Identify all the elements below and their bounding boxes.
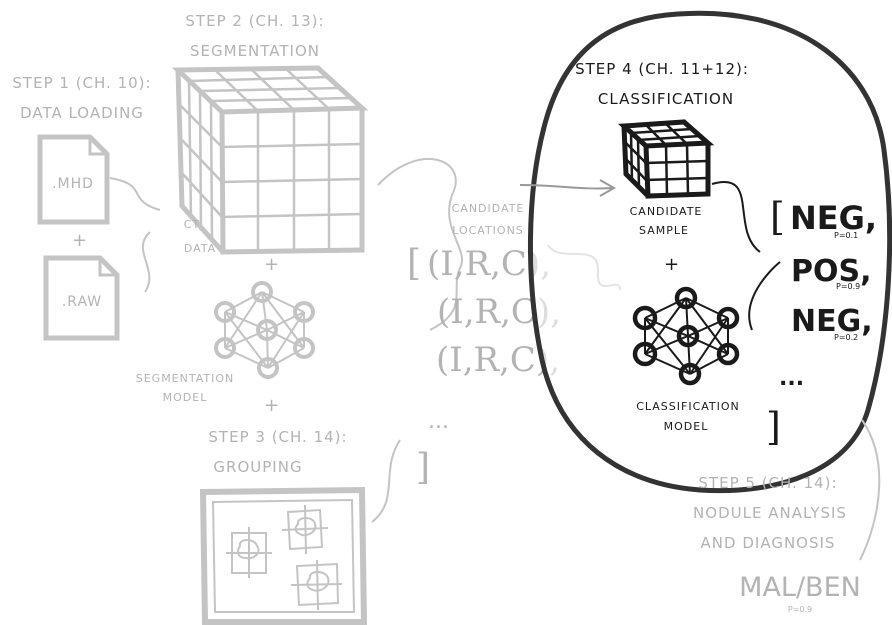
results-close-bracket: ]: [766, 405, 781, 449]
step5-title-line1: STEP 5 (CH. 14):: [698, 474, 837, 492]
step4-to-step5-connector: [859, 419, 881, 561]
classification-model-label-line2: MODEL: [664, 420, 709, 433]
candidates-ellipsis: ...: [428, 409, 449, 434]
result-label: NEG,: [791, 304, 873, 339]
candidate-sample-label-line2: SAMPLE: [639, 224, 689, 237]
result-probability: P=0.1: [834, 231, 858, 240]
candidate-sample-label-line1: CANDIDATE: [630, 205, 703, 218]
step3-title-line1: STEP 3 (CH. 14):: [208, 428, 347, 446]
step4-brace-connector: [711, 181, 781, 331]
ct-data-label-line1: CT: [184, 218, 200, 231]
step2-plus-2: +: [264, 395, 280, 416]
step4-title-line1: STEP 4 (CH. 11+12):: [575, 60, 749, 78]
segmentation-model-label-line2: MODEL: [163, 391, 208, 404]
step1-data-loading: STEP 1 (CH. 10): DATA LOADING .MHD + .RA…: [12, 74, 161, 341]
step1-connector: [109, 177, 161, 293]
step5-title-line3: AND DIAGNOSIS: [701, 534, 836, 552]
step2-plus: +: [264, 254, 280, 275]
mhd-file-label: .MHD: [52, 176, 94, 192]
step2-title-line2: SEGMENTATION: [190, 42, 320, 60]
result-probability: P=0.2: [834, 333, 858, 342]
candidate-locations-label-line1: CANDIDATE: [452, 202, 525, 215]
arrowhead-icon: [599, 179, 617, 197]
result-label: POS,: [791, 254, 872, 289]
classification-model-label-line1: CLASSIFICATION: [636, 400, 740, 413]
ct-data-label-line2: DATA: [184, 242, 216, 255]
step5-result: MAL/BEN: [739, 572, 861, 603]
candidate-locations: CANDIDATE LOCATIONS [ (I,R,C), (I,R,C), …: [407, 202, 621, 488]
candidates-open-bracket: [: [407, 243, 421, 284]
step4-classification: STEP 4 (CH. 11+12): CLASSIFICATION CANDI…: [528, 10, 892, 494]
step2-title-line1: STEP 2 (CH. 13):: [185, 12, 324, 30]
candidate-sample-cube-icon: [617, 119, 715, 199]
step3-grouping: STEP 3 (CH. 14): GROUPING: [199, 428, 401, 625]
result-probability: P=0.9: [836, 282, 860, 291]
results-ellipsis: ...: [779, 366, 804, 391]
candidates-close-bracket: ]: [416, 447, 430, 488]
candidates-to-step4-arrow: [519, 179, 617, 197]
step4-highlight-circle: [528, 10, 892, 494]
step1-plus: +: [72, 230, 88, 251]
step3-connector: [371, 439, 401, 523]
mhd-file-icon: [37, 134, 110, 225]
raw-file-label: .RAW: [62, 294, 102, 310]
grouping-slice-icon: [199, 486, 368, 625]
step4-plus: +: [664, 254, 680, 275]
results-open-bracket: [: [770, 195, 785, 239]
step5-title-line2: NODULE ANALYSIS: [693, 504, 847, 522]
step5-nodule-analysis: STEP 5 (CH. 14): NODULE ANALYSIS AND DIA…: [693, 419, 881, 614]
step4-title-line2: CLASSIFICATION: [598, 90, 734, 108]
segmentation-model-network-icon: [214, 281, 315, 379]
classification-model-network-icon: [632, 286, 740, 386]
step2-segmentation: STEP 2 (CH. 13): SEGMENTATION CT DATA +: [136, 12, 463, 416]
step2-to-candidates-connector: [377, 158, 463, 331]
step5-result-probability: P=0.9: [788, 605, 812, 614]
raw-file-icon: [43, 255, 120, 341]
step1-title-line1: STEP 1 (CH. 10):: [12, 74, 151, 92]
step3-title-line2: GROUPING: [213, 458, 302, 476]
result-label: NEG,: [790, 199, 877, 237]
candidate-locations-label-line2: LOCATIONS: [452, 224, 524, 237]
segmentation-model-label-line1: SEGMENTATION: [136, 372, 235, 385]
ct-volume-cube-icon: [171, 65, 369, 255]
step1-title-line2: DATA LOADING: [20, 104, 144, 122]
